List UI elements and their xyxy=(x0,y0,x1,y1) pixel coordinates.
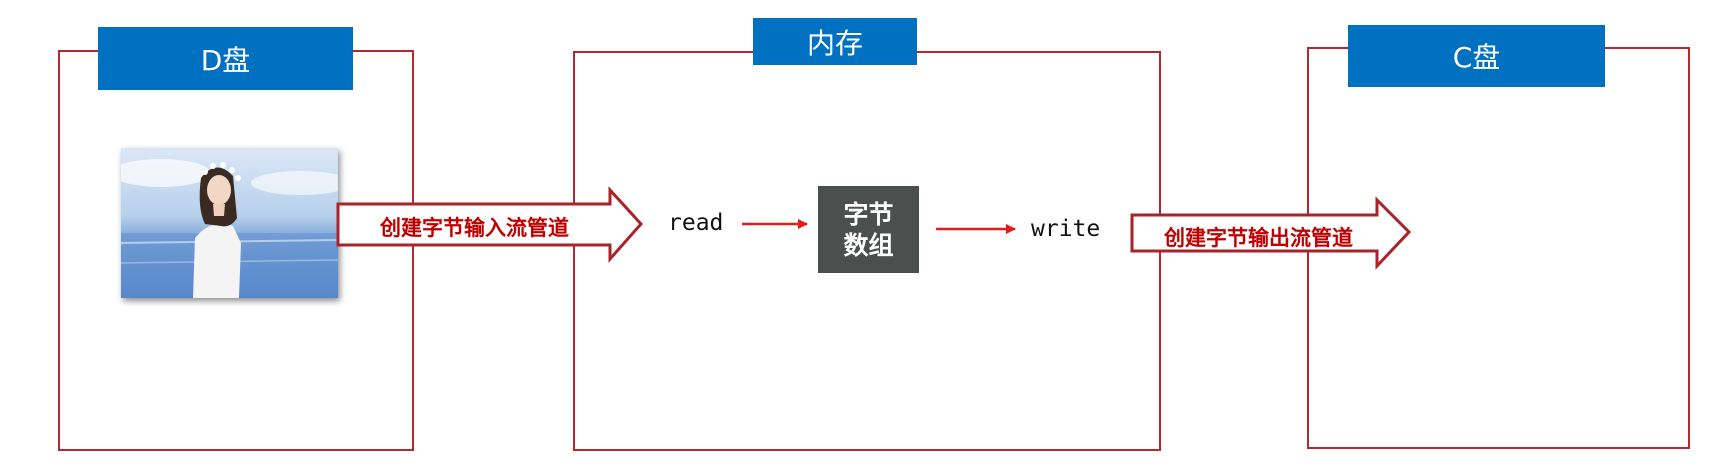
c-drive-title: C盘 xyxy=(1348,25,1605,87)
photo-illustration xyxy=(121,148,338,298)
byte-array-line2: 数组 xyxy=(843,230,894,260)
d-drive-title: D盘 xyxy=(98,27,353,90)
byte-array-line1: 字节 xyxy=(843,199,894,229)
byte-array-block: 字节 数组 xyxy=(818,186,919,273)
output-pipe-label: 创建字节输出流管道 xyxy=(1164,226,1353,250)
memory-title: 内存 xyxy=(753,18,917,65)
photo-image xyxy=(121,148,338,298)
output-pipe-arrow xyxy=(1130,196,1412,270)
input-pipe-label: 创建字节输入流管道 xyxy=(380,216,569,240)
write-label: write xyxy=(1031,216,1101,242)
d-drive-title-text: D盘 xyxy=(200,43,251,77)
memory-title-text: 内存 xyxy=(806,26,863,60)
read-label: read xyxy=(668,210,724,236)
input-pipe-arrow xyxy=(336,186,644,263)
c-drive-title-text: C盘 xyxy=(1452,41,1501,74)
